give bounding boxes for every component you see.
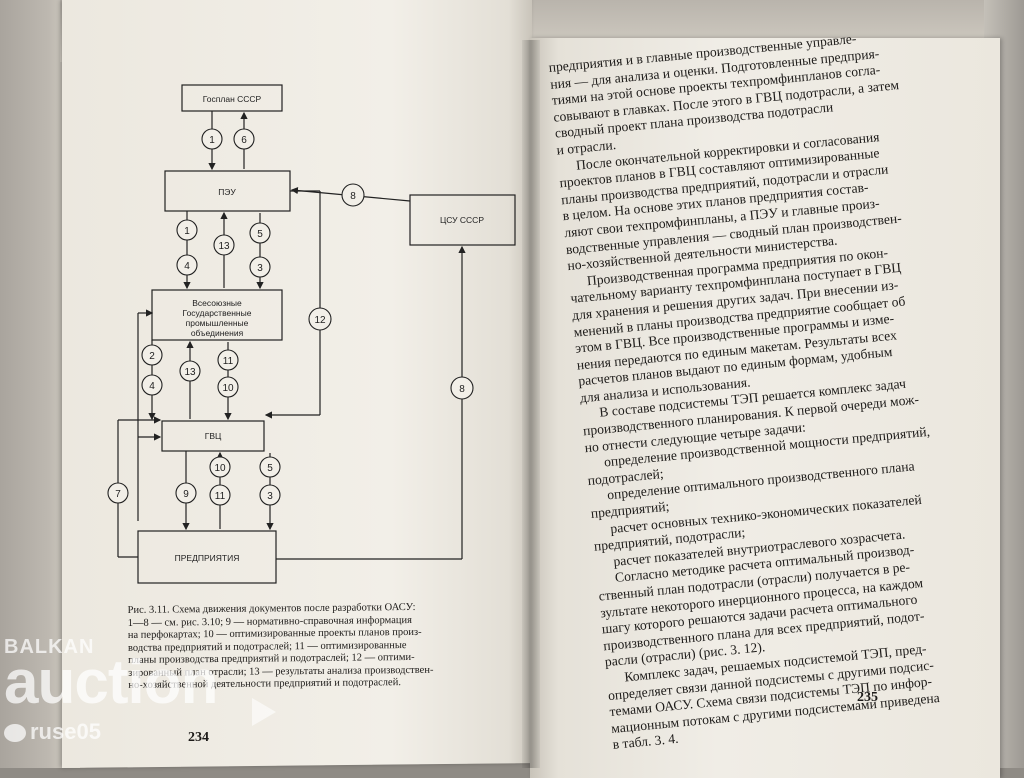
user-icon: [4, 724, 26, 743]
play-icon: [252, 698, 276, 726]
circle-label: 4: [184, 261, 190, 272]
circle-label: 3: [257, 263, 263, 274]
circle-label: 5: [267, 463, 273, 474]
watermark-user: ruse05: [4, 719, 217, 745]
box-label-peu: ПЭУ: [218, 187, 236, 197]
watermark: BALKAN auction ruse05: [4, 636, 218, 745]
circle-label: 3: [267, 491, 273, 502]
circle-label: 11: [223, 356, 234, 367]
page-number-right: 235: [857, 690, 878, 705]
circle-label: 6: [241, 135, 247, 146]
box-label-vgpo-3: промышленные: [186, 318, 249, 328]
circle-label: 11: [215, 491, 226, 502]
circle-label: 2: [149, 351, 155, 362]
circle-label: 4: [149, 381, 155, 392]
circle-label: 13: [184, 367, 196, 378]
watermark-brand-top: BALKAN: [4, 636, 95, 658]
circle-label: 12: [314, 315, 326, 326]
book-gutter: [522, 40, 540, 768]
circle-label: 5: [257, 229, 263, 240]
box-label-csu: ЦСУ СССР: [440, 215, 484, 225]
circle-label: 10: [214, 463, 226, 474]
circle-label: 1: [209, 135, 215, 146]
watermark-username: ruse05: [30, 719, 101, 744]
box-label-vgpo-1: Всесоюзные: [192, 298, 242, 308]
circle-label: 10: [222, 383, 234, 394]
box-csu: [409, 194, 516, 246]
box-gosplan: [181, 84, 283, 112]
circle-label: 8: [459, 384, 465, 395]
watermark-brand-main: auction: [4, 648, 218, 717]
circle-label: 7: [115, 489, 121, 500]
box-label-vgpo-2: Государственные: [183, 308, 252, 318]
circle-label: 1: [184, 226, 190, 237]
right-page-text: предприятия и в главные производственные…: [548, 22, 1012, 753]
box-label-predpr: ПРЕДПРИЯТИЯ: [175, 553, 240, 563]
box-label-gosplan: Госплан СССР: [203, 94, 262, 104]
box-label-gvc: ГВЦ: [205, 431, 222, 441]
box-gvc: [161, 420, 265, 452]
circle-label: 8: [350, 191, 356, 202]
right-page: [530, 38, 1000, 778]
circle-label: 13: [218, 241, 230, 252]
document-flow-diagram: 1 6 8 1 13 5 4 3 12 2 13 11 4 10 8 7 10 …: [100, 75, 530, 595]
diagram-svg: 1 6 8 1 13 5 4 3 12 2 13 11 4 10 8 7 10 …: [107, 84, 516, 584]
box-label-vgpo-4: объединения: [191, 328, 244, 338]
page-number-left: 234: [188, 730, 209, 745]
circle-label: 9: [183, 489, 189, 500]
